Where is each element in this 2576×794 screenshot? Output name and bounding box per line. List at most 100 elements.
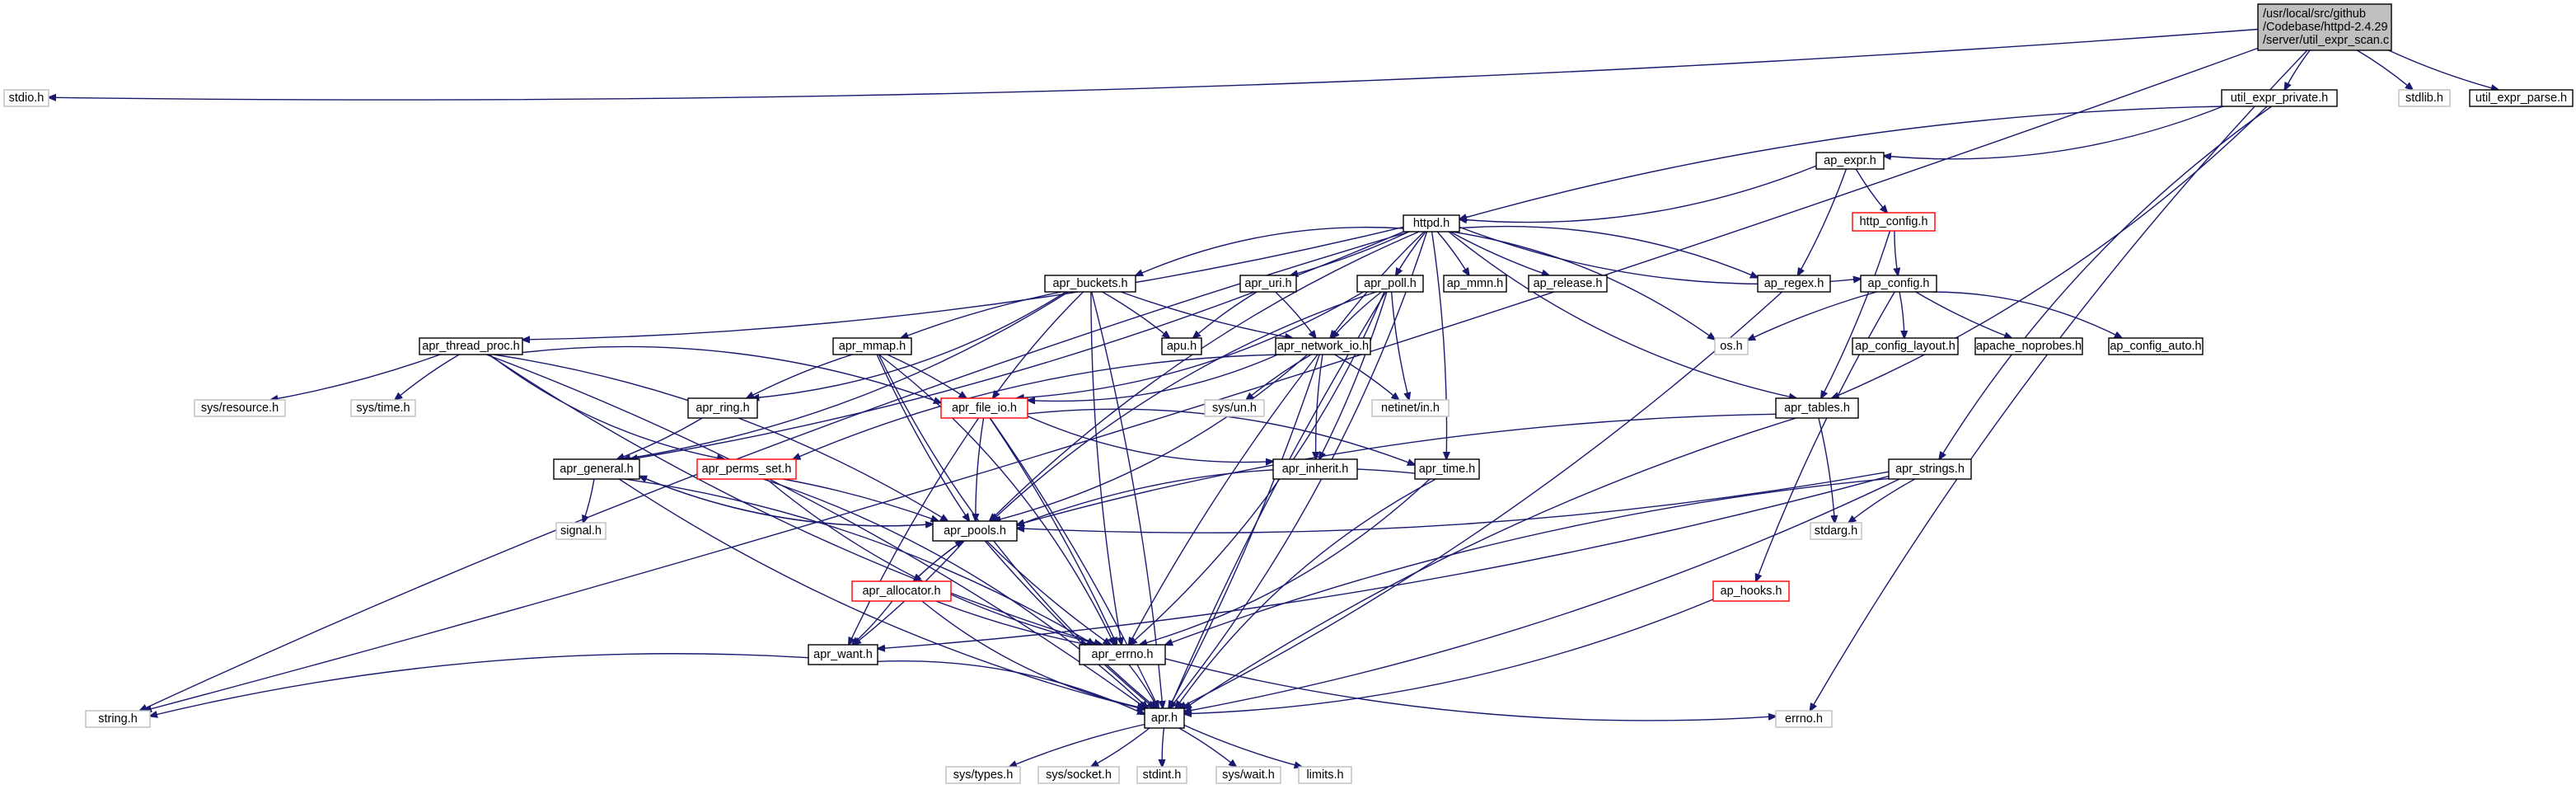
node-apr-tables[interactable]: apr_tables.h: [1775, 397, 1859, 419]
edge-apr_want-to-string: [150, 653, 809, 716]
node-box: [932, 520, 1018, 542]
node-label: apr_tables.h: [1784, 402, 1850, 415]
node-label: ap_config.h: [1868, 277, 1930, 290]
node-ap-expr[interactable]: ap_expr.h: [1815, 152, 1885, 170]
node-box: [555, 522, 607, 540]
node-sys-time: sys/time.h: [350, 399, 416, 417]
node-box: [3, 89, 49, 107]
edge-apr_tables-to-apr_pools: [1017, 413, 1777, 524]
node-apr-allocator[interactable]: apr_allocator.h: [851, 580, 952, 602]
node-apu[interactable]: apu.h: [1161, 337, 1202, 355]
node-ap-regex[interactable]: ap_regex.h: [1757, 275, 1831, 293]
node-http-config[interactable]: http_config.h: [1852, 212, 1936, 232]
node-box: [1275, 337, 1371, 355]
node-stdarg: stdarg.h: [1810, 522, 1862, 540]
node-apr-file-io[interactable]: apr_file_io.h: [940, 397, 1028, 419]
node-ap-mmn[interactable]: ap_mmn.h: [1443, 275, 1507, 293]
edge-util_expr_private-to-apr_tables: [1832, 106, 2268, 398]
node-apr-errno[interactable]: apr_errno.h: [1079, 644, 1166, 665]
node-box: [2257, 3, 2392, 51]
edge-apr-to-stdint: [1162, 727, 1164, 767]
node-apr-perms-set[interactable]: apr_perms_set.h: [696, 458, 797, 480]
edge-apr_strings-to-apr_want: [878, 475, 1890, 649]
edge-root-to-util_expr_private: [2284, 49, 2311, 90]
edge-httpd-to-os: [1451, 231, 1715, 340]
node-util-expr-parse[interactable]: util_expr_parse.h: [2469, 89, 2574, 107]
node-label: apr_allocator.h: [862, 585, 940, 598]
edge-apr_tables-to-stdarg: [1818, 417, 1835, 523]
edge-apr_ring-to-apr_general: [617, 417, 703, 459]
edge-apr_strings-to-apr_pools: [1017, 471, 1890, 533]
node-ap-hooks[interactable]: ap_hooks.h: [1712, 580, 1790, 602]
edge-httpd-to-apr_buckets: [1136, 226, 1404, 276]
edge-apr_file_io-to-apr_want: [849, 417, 980, 645]
node-apache-noprobes[interactable]: apache_noprobes.h: [1974, 337, 2083, 355]
node-stdio: stdio.h: [3, 89, 49, 107]
node-box: [1775, 710, 1833, 728]
node-box: [553, 458, 640, 480]
node-box: [1443, 275, 1507, 293]
node-apr-network-io[interactable]: apr_network_io.h: [1275, 337, 1371, 355]
edge-apr-to-limits: [1183, 724, 1302, 768]
node-ap-release[interactable]: ap_release.h: [1528, 275, 1608, 293]
node-apr-uri[interactable]: apr_uri.h: [1239, 275, 1297, 293]
edge-apr_strings-to-apr: [1184, 478, 1900, 712]
node-ap-config-auto[interactable]: ap_config_auto.h: [2108, 337, 2204, 355]
node-apr-strings[interactable]: apr_strings.h: [1888, 458, 1972, 480]
edge-apr_network_io-to-sys_un: [1246, 354, 1312, 400]
node-label: apr_errno.h: [1092, 648, 1154, 661]
edge-apr_tables-to-apr: [1184, 417, 1796, 709]
node-apr-time[interactable]: apr_time.h: [1414, 458, 1480, 480]
edge-apr_thread_proc-to-apr_errno: [488, 354, 1102, 645]
node-root[interactable]: /usr/local/src/github/Codebase/httpd-2.4…: [2257, 3, 2392, 51]
edge-apr_file_io-to-apr_errno: [989, 417, 1117, 645]
node-util-expr-private[interactable]: util_expr_private.h: [2221, 89, 2338, 107]
node-apr-want[interactable]: apr_want.h: [808, 644, 878, 665]
node-label: signal.h: [560, 524, 602, 538]
edge-apr_buckets-to-apr_general: [623, 291, 1069, 459]
node-apr-buckets[interactable]: apr_buckets.h: [1044, 275, 1136, 293]
node-box: [1775, 397, 1859, 419]
node-box: [1239, 275, 1297, 293]
node-apr-inherit[interactable]: apr_inherit.h: [1272, 458, 1358, 480]
edge-apr_pools-to-apr_general: [639, 477, 934, 527]
edge-ap_config-to-ap_config_auto: [1932, 291, 2122, 338]
node-box: [1298, 766, 1352, 784]
node-label: sys/resource.h: [201, 402, 279, 415]
edge-apr_strings-to-apr_errno: [1165, 477, 1890, 646]
node-apr-poll[interactable]: apr_poll.h: [1356, 275, 1424, 293]
node-label: ap_regex.h: [1764, 277, 1824, 290]
node-apr-pools[interactable]: apr_pools.h: [932, 520, 1018, 542]
node-ap-config[interactable]: ap_config.h: [1860, 275, 1937, 293]
edge-httpd-to-string: [140, 231, 1410, 711]
node-ap-config-layout[interactable]: ap_config_layout.h: [1852, 337, 1959, 355]
node-apr[interactable]: apr.h: [1144, 707, 1185, 729]
edge-apr_file_io-to-apr_pools: [976, 417, 985, 521]
edge-apr_allocator-to-apr_errno: [935, 600, 1088, 645]
node-box: [1037, 766, 1120, 784]
edge-apr_allocator-to-apr_want: [852, 600, 893, 645]
node-box: [940, 397, 1028, 419]
node-apr-ring[interactable]: apr_ring.h: [687, 397, 758, 419]
node-apr-general[interactable]: apr_general.h: [553, 458, 640, 480]
node-box: [1852, 212, 1936, 232]
edge-apr_thread_proc-to-sys_time: [395, 354, 460, 400]
node-label: apr_general.h: [560, 463, 634, 476]
node-label: apr_mmap.h: [839, 340, 906, 353]
node-sys-types: sys/types.h: [945, 766, 1021, 784]
edge-apr_perms_set-to-apr_pools: [783, 478, 938, 521]
node-apr-mmap[interactable]: apr_mmap.h: [832, 337, 912, 355]
node-box: [1161, 337, 1202, 355]
node-box: [687, 397, 758, 419]
edge-apr_buckets-to-apr_errno: [1090, 291, 1122, 645]
edge-apr_pools-to-apr_allocator: [914, 540, 963, 581]
edge-apr_network_io-to-netinet_in: [1334, 354, 1399, 400]
edge-apr_time-to-apr_errno: [1140, 478, 1431, 645]
node-httpd[interactable]: httpd.h: [1403, 214, 1460, 233]
node-label: /Codebase/httpd-2.4.29: [2263, 21, 2388, 34]
node-label: apr_file_io.h: [952, 402, 1017, 415]
node-apr-thread-proc[interactable]: apr_thread_proc.h: [419, 337, 523, 355]
node-label: ap_config_auto.h: [2110, 340, 2201, 353]
edge-httpd-to-ap_release: [1450, 231, 1549, 275]
edge-ap_config-to-apache_noprobes: [1915, 291, 2012, 338]
